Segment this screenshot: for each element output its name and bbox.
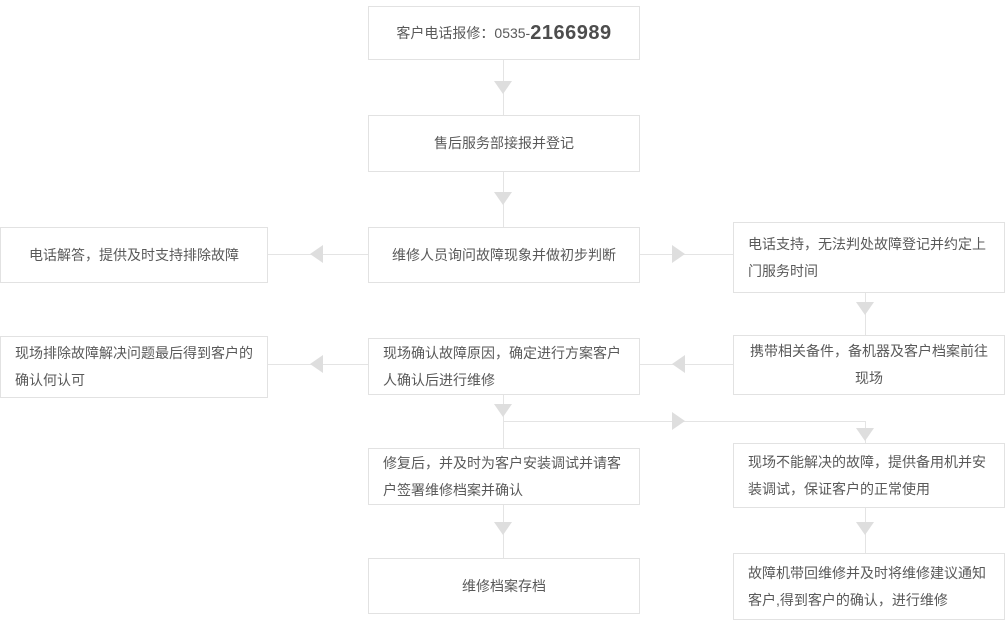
arrow-right-icon — [672, 412, 685, 430]
node-phone-answer: 电话解答，提供及时支持排除故障 — [0, 227, 268, 283]
node-onsite-resolve: 现场排除故障解决问题最后得到客户的确认何认可 — [0, 336, 268, 398]
arrow-right-icon — [672, 245, 685, 263]
arrow-left-icon — [672, 355, 685, 373]
node-archive: 维修档案存档 — [368, 558, 640, 614]
node-bring-parts: 携带相关备件，备机器及客户档案前往现场 — [733, 335, 1005, 395]
arrow-down-icon — [856, 522, 874, 535]
arrow-down-icon — [494, 404, 512, 417]
arrow-down-icon — [494, 192, 512, 205]
arrow-down-icon — [856, 428, 874, 441]
connector-bring-parts-to-onsite-confirm — [640, 364, 733, 365]
arrow-down-icon — [494, 81, 512, 94]
arrow-down-icon — [494, 522, 512, 535]
node-return-repair: 故障机带回维修并及时将维修建议通知客户,得到客户的确认，进行维修 — [733, 553, 1005, 620]
arrow-left-icon — [310, 245, 323, 263]
node-inquiry: 维修人员询问故障现象并做初步判断 — [368, 227, 640, 283]
arrow-down-icon — [856, 302, 874, 315]
phone-report-label: 客户电话报修：0535- — [396, 24, 531, 41]
node-backup-machine: 现场不能解决的故障，提供备用机并安装调试，保证客户的正常使用 — [733, 443, 1005, 508]
node-phone-report: 客户电话报修：0535-2166989 — [368, 6, 640, 60]
arrow-left-icon — [310, 355, 323, 373]
connector-inquiry-to-phone-support — [640, 254, 733, 255]
node-phone-support: 电话支持，无法判处故障登记并约定上门服务时间 — [733, 222, 1005, 293]
phone-number: 2166989 — [530, 21, 612, 44]
node-onsite-confirm: 现场确认故障原因，确定进行方案客户人确认后进行维修 — [368, 338, 640, 395]
node-repair-install: 修复后，并及时为客户安装调试并请客户签署维修档案并确认 — [368, 448, 640, 505]
node-register: 售后服务部接报并登记 — [368, 115, 640, 172]
